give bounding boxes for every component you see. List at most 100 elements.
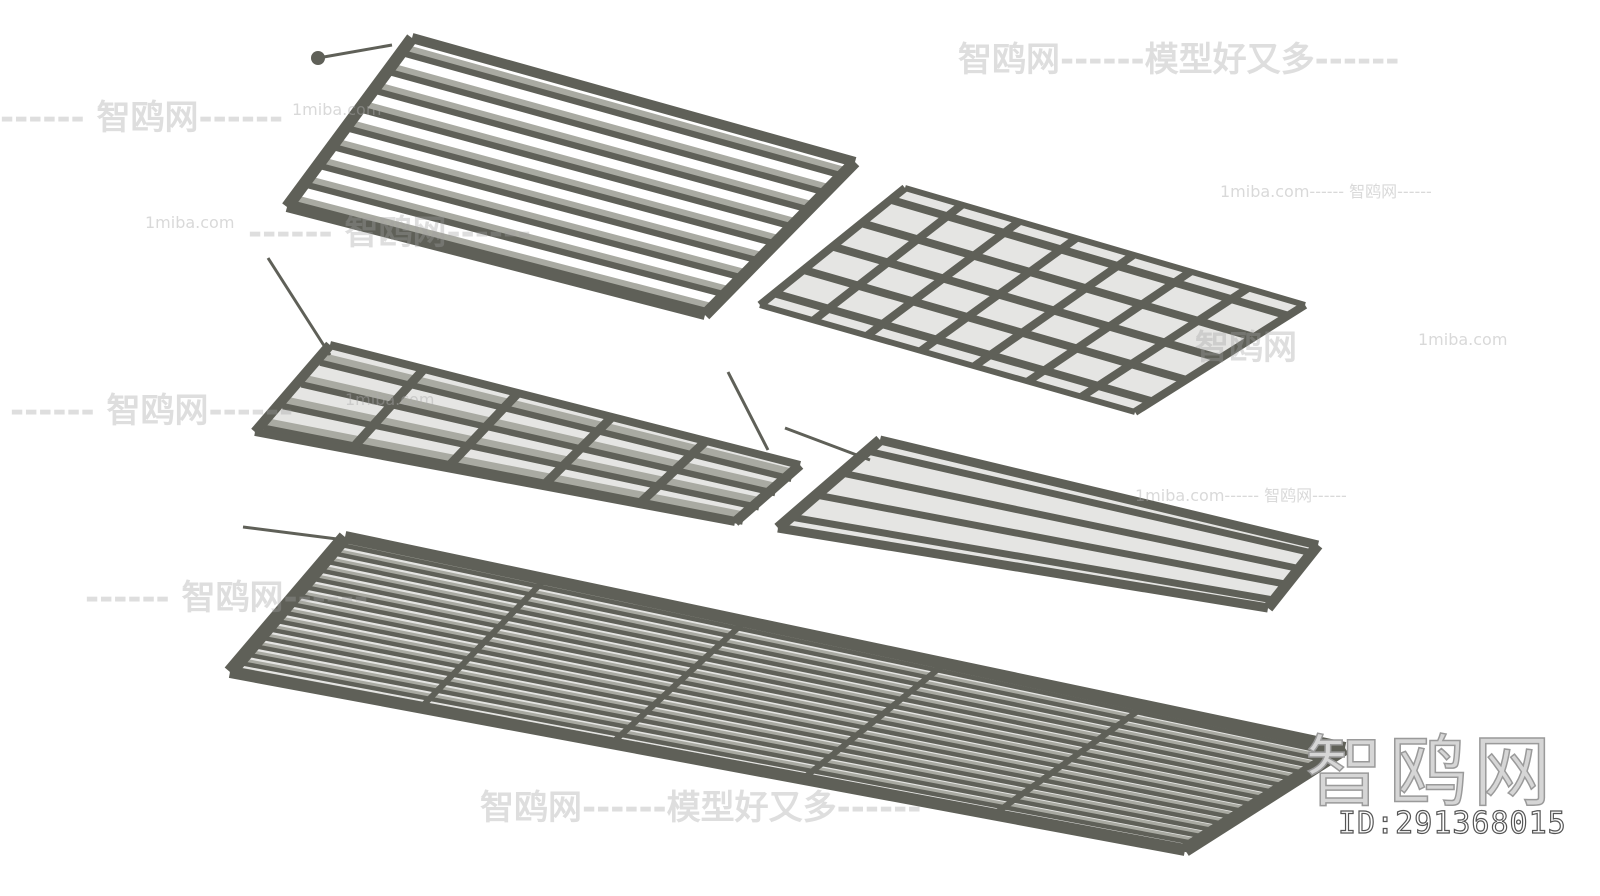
cross-beam xyxy=(635,437,710,508)
watermark-brand-3: 智鸥网 xyxy=(1195,328,1297,368)
glass-frame-canopy-frame xyxy=(251,257,804,526)
slat xyxy=(889,197,1289,319)
slat-shadow xyxy=(326,558,1321,770)
cross-beam xyxy=(992,703,1147,817)
slat-shadow xyxy=(297,591,1281,796)
slat-shadow xyxy=(300,377,777,497)
slat-shadow xyxy=(340,541,1341,758)
glass-spider-canopy-spider xyxy=(774,426,1323,613)
slat xyxy=(290,598,1271,798)
watermark-domain-5: 1miba.com xyxy=(345,390,435,409)
slat-shadow xyxy=(304,583,1291,790)
cross-beam xyxy=(918,234,1079,355)
frame-beam xyxy=(757,184,908,309)
watermark-logo: 智鸥网 xyxy=(1304,727,1558,819)
slat xyxy=(802,267,1187,383)
glass-grid-canopy-grid xyxy=(757,184,1308,416)
slat-shadow xyxy=(292,198,715,316)
slat xyxy=(307,175,731,293)
watermark-domain-6: 1miba.com------ 智鸥网------ xyxy=(1135,486,1347,505)
frame-beam xyxy=(700,157,860,320)
slat xyxy=(282,395,761,505)
watermark-slogan-bottom: 智鸥网------模型好又多------ xyxy=(480,788,922,828)
slat-shadow xyxy=(389,66,832,197)
slat-shadow xyxy=(334,141,765,265)
slat-shadow xyxy=(362,104,798,231)
slat-shadow xyxy=(276,617,1251,815)
cross-beam xyxy=(609,619,748,746)
slat xyxy=(262,632,1231,823)
watermark-brand-left: ------ 智鸥网------ xyxy=(0,98,284,138)
slat xyxy=(815,493,1288,587)
slat xyxy=(404,44,848,174)
slat xyxy=(297,590,1281,791)
slat-shadow xyxy=(283,608,1261,809)
slat xyxy=(254,640,1221,830)
slat-shadow xyxy=(240,659,1201,847)
slat-shadow xyxy=(254,642,1221,834)
frame-beam xyxy=(777,523,1269,613)
slat xyxy=(276,615,1251,811)
watermark-domain-1: 1miba.com xyxy=(292,100,382,119)
tie-rod xyxy=(784,426,871,462)
cross-beam xyxy=(347,365,428,454)
watermark-domain-4: 1miba.com xyxy=(1418,330,1508,349)
slat xyxy=(301,374,777,490)
watermark-domain-3: 1miba.com------ 智鸥网------ xyxy=(1220,182,1432,201)
slat xyxy=(390,63,831,191)
model-id-label: ID:291368015 xyxy=(1337,805,1567,841)
slat-shadow xyxy=(348,123,782,248)
cross-beam xyxy=(443,389,522,472)
slat-shadow xyxy=(333,549,1331,764)
frame-beam xyxy=(224,532,351,677)
frame-beam xyxy=(731,461,804,526)
slat xyxy=(831,244,1221,361)
frame-beam xyxy=(1181,742,1349,856)
watermark-brand-5: ------ 智鸥网------ xyxy=(85,578,369,618)
frame-beam xyxy=(774,435,884,533)
slat xyxy=(790,515,1275,603)
frame-beam xyxy=(251,341,334,436)
frame-beam xyxy=(254,428,736,526)
slat xyxy=(376,82,815,208)
tie-rod xyxy=(726,371,770,451)
slat-shadow xyxy=(376,85,815,214)
slat xyxy=(312,573,1301,779)
tie-rod xyxy=(317,43,393,60)
cross-beam xyxy=(1025,268,1193,385)
cross-beam xyxy=(811,201,965,324)
slat xyxy=(860,220,1255,340)
cross-beam xyxy=(539,413,616,490)
slat-shadow xyxy=(263,421,745,525)
frame-beam xyxy=(282,34,417,211)
slat-shadow xyxy=(320,160,748,282)
frame-beam xyxy=(759,302,1136,415)
frame-beam xyxy=(285,202,707,320)
slat xyxy=(326,556,1321,766)
tie-rod xyxy=(242,525,346,542)
slat xyxy=(293,194,715,310)
frame-beam xyxy=(329,341,801,469)
slat xyxy=(333,548,1331,760)
slat xyxy=(773,290,1153,404)
slat xyxy=(305,581,1291,785)
slat xyxy=(320,157,748,276)
curved-long-canopy-curved xyxy=(224,525,1349,856)
slat xyxy=(283,607,1261,804)
slat xyxy=(362,100,798,225)
watermark-domain-2: 1miba.com xyxy=(145,213,235,232)
slat xyxy=(348,119,781,242)
slat xyxy=(319,565,1311,772)
watermark-brand-2: ------ 智鸥网------ xyxy=(248,213,532,253)
slat xyxy=(240,657,1201,842)
cross-beam xyxy=(801,661,947,782)
slat-shadow xyxy=(306,179,732,299)
watermark-slogan-top: 智鸥网------模型好又多------ xyxy=(958,40,1400,80)
frame-beam xyxy=(904,185,1306,308)
slat xyxy=(263,417,744,519)
frame-beam xyxy=(410,33,857,167)
slat xyxy=(841,471,1300,571)
tie-rod xyxy=(266,257,332,356)
cross-beam xyxy=(971,251,1136,370)
slat-shadow xyxy=(403,48,848,180)
